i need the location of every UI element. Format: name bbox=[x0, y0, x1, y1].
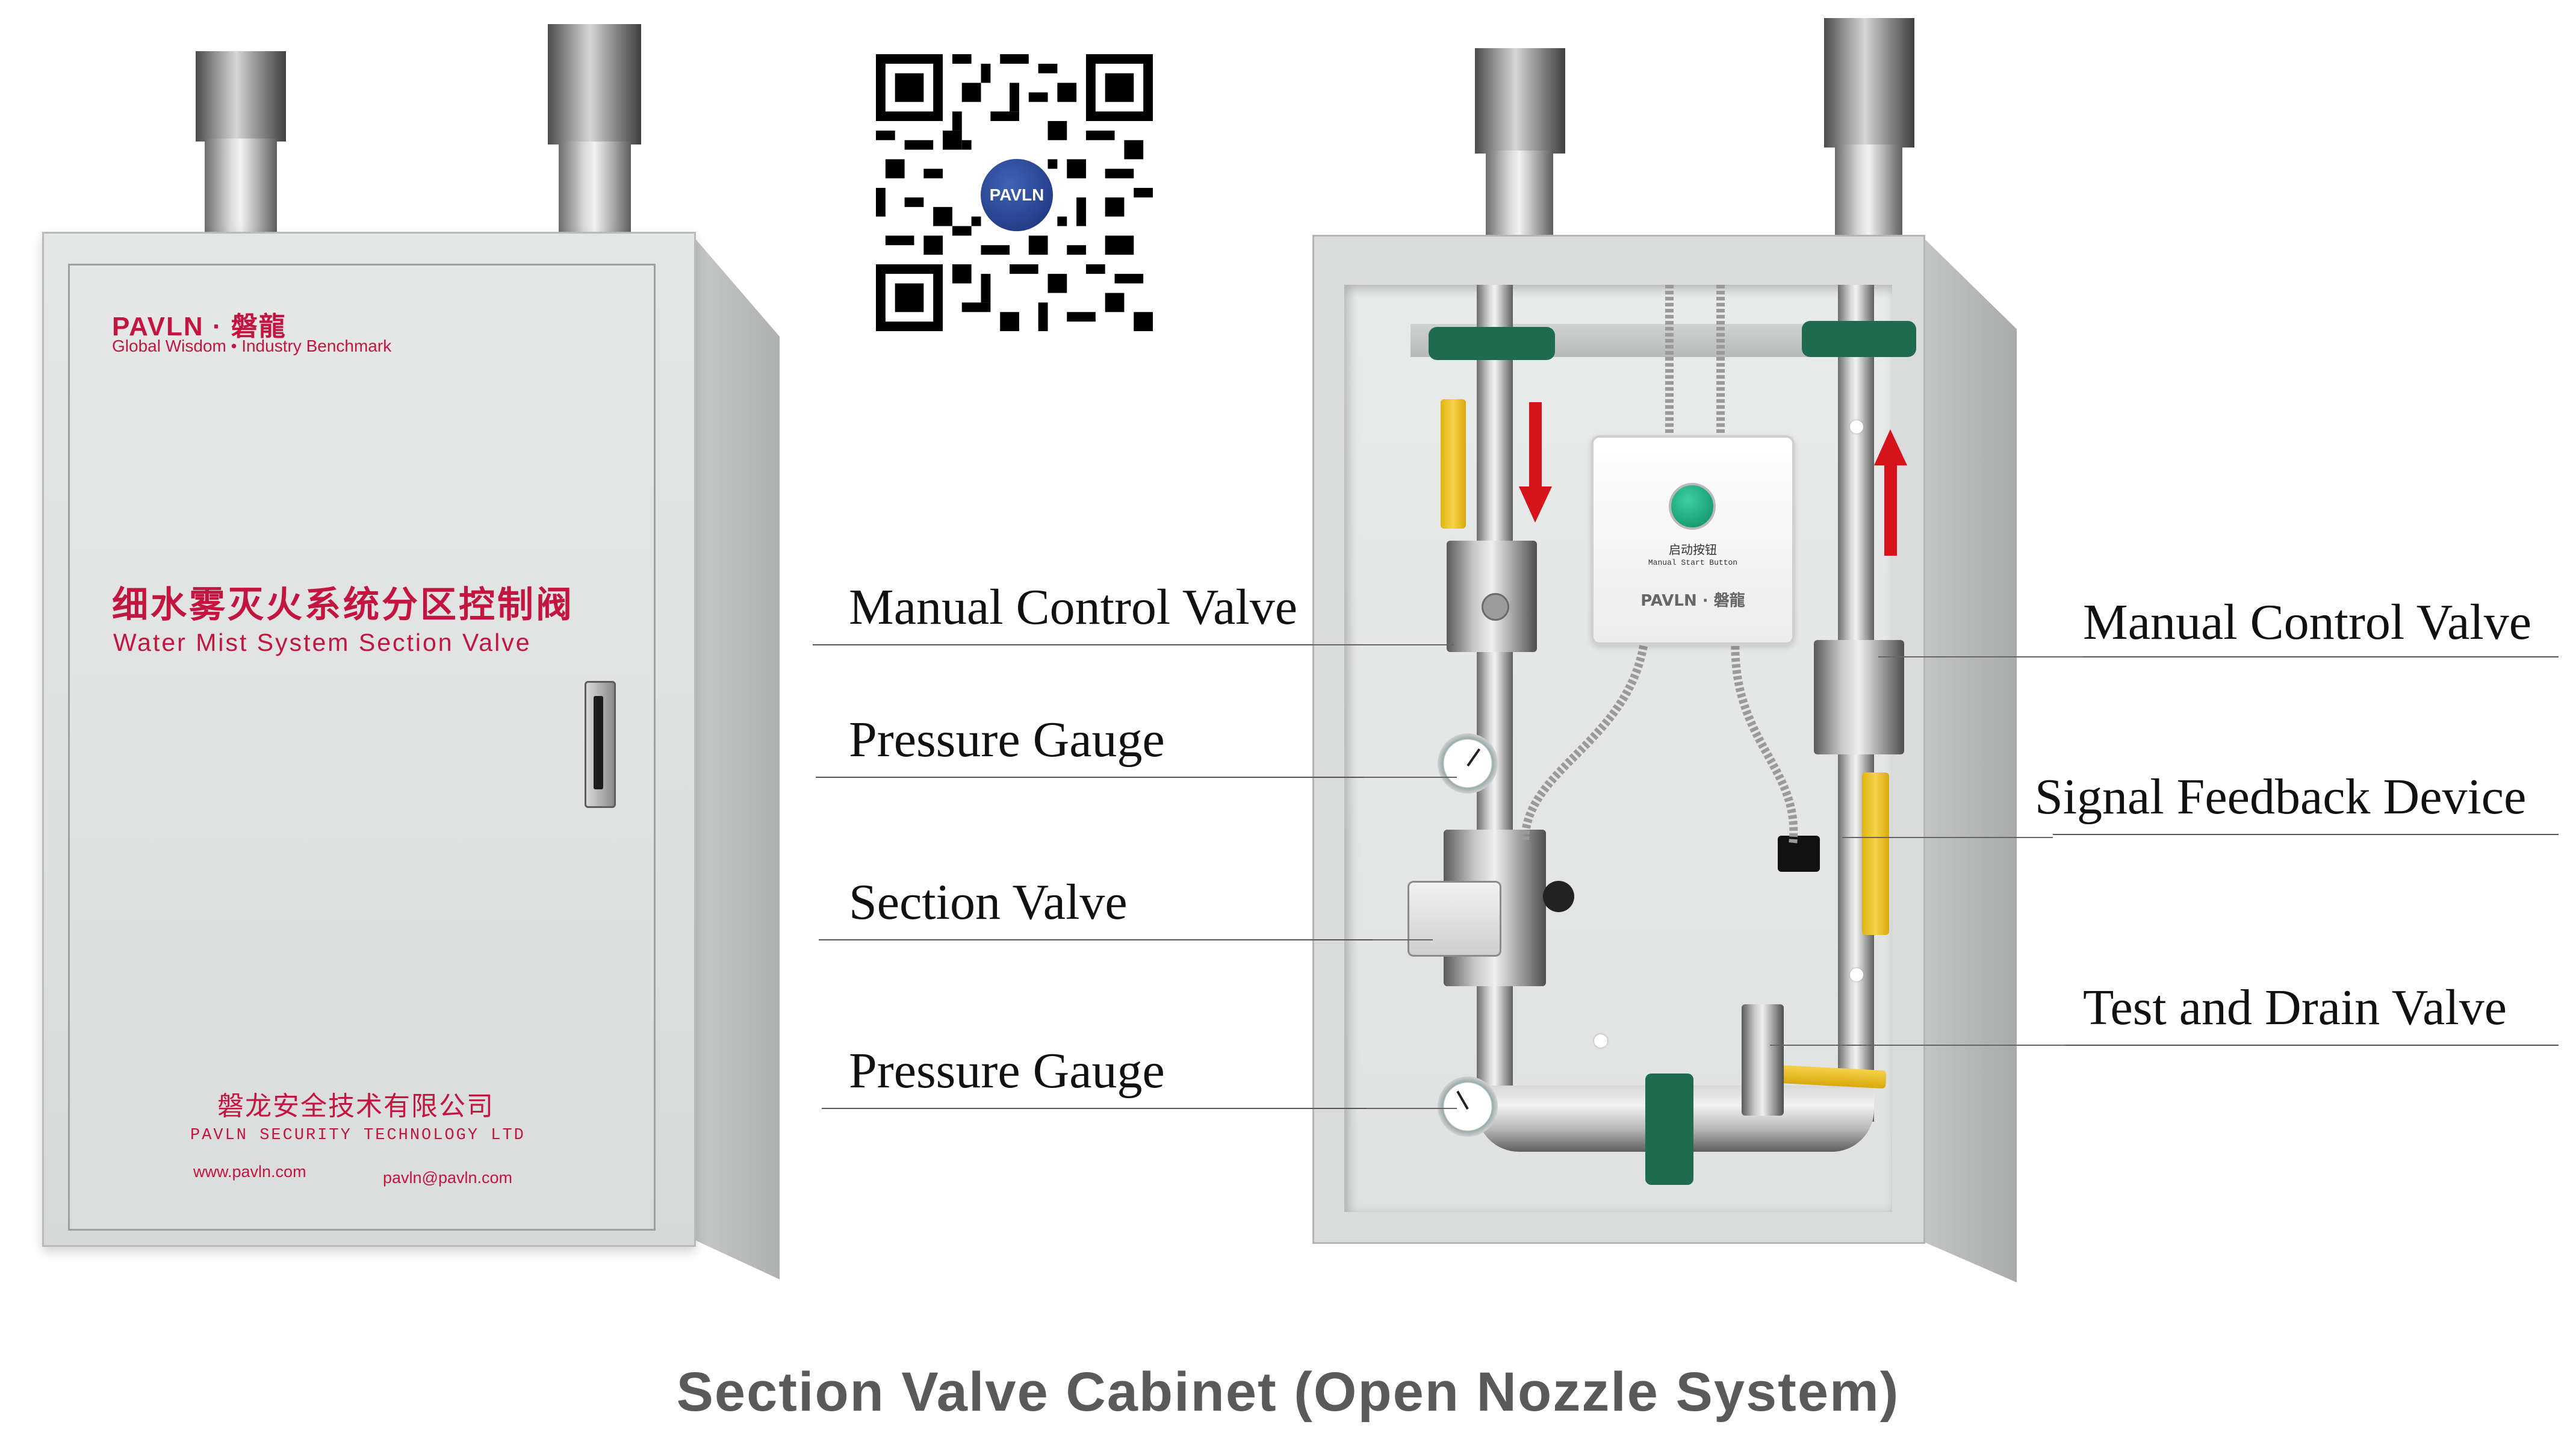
open-cabinet: 启动按钮 Manual Start Button PAVLN · 磐龍 bbox=[1294, 0, 2047, 1294]
pipe-clamp-bottom bbox=[1645, 1073, 1693, 1185]
signal-feedback-device bbox=[1778, 836, 1820, 872]
callout-label: Pressure Gauge bbox=[849, 1043, 1165, 1099]
pressure-gauge-lower bbox=[1438, 1077, 1498, 1137]
section-valve-knob[interactable] bbox=[1543, 881, 1574, 912]
callout-manual-control-valve-right: Manual Control Valve bbox=[2083, 593, 2559, 665]
qr-center-logo-text: PAVLN bbox=[989, 185, 1044, 204]
open-cabinet-interior: 启动按钮 Manual Start Button PAVLN · 磐龍 bbox=[1344, 285, 1916, 1212]
manual-control-valve-right[interactable] bbox=[1814, 640, 1904, 754]
callout-label: Section Valve bbox=[849, 874, 1128, 930]
company-name-en: PAVLN SECURITY TECHNOLOGY LTD bbox=[190, 1126, 526, 1145]
leader-manual-valve-left bbox=[1306, 644, 1454, 645]
brand-logo: PAVLN · 磐龍 bbox=[112, 312, 287, 341]
mount-hole bbox=[1850, 968, 1863, 981]
open-inlet-nut-right bbox=[1824, 18, 1914, 148]
callout-section-valve: Section Valve bbox=[819, 873, 1373, 945]
cabinet-front: PAVLN · 磐龍 Global Wisdom • Industry Benc… bbox=[42, 232, 696, 1247]
callout-label: Manual Control Valve bbox=[2083, 594, 2532, 650]
leader-test-drain bbox=[1770, 1045, 2065, 1046]
callout-label: Manual Control Valve bbox=[849, 579, 1298, 635]
callout-manual-control-valve-left: Manual Control Valve bbox=[813, 578, 1312, 650]
callout-pressure-gauge-upper: Pressure Gauge bbox=[816, 710, 1364, 783]
figure-caption: Section Valve Cabinet (Open Nozzle Syste… bbox=[676, 1361, 1900, 1423]
button-label-en: Manual Start Button bbox=[1648, 558, 1738, 567]
closed-cabinet: PAVLN · 磐龍 Global Wisdom • Industry Benc… bbox=[36, 0, 780, 1294]
callout-label: Pressure Gauge bbox=[849, 712, 1165, 768]
manual-valve-handle-left[interactable] bbox=[1441, 399, 1466, 529]
company-name-cn: 磐龙安全技术有限公司 bbox=[217, 1092, 494, 1121]
callout-underline bbox=[819, 939, 1373, 940]
handle-grip bbox=[594, 696, 603, 789]
door-panel: PAVLN · 磐龍 Global Wisdom • Industry Benc… bbox=[68, 264, 656, 1231]
qr-code-pattern bbox=[876, 54, 1153, 331]
leader-pressure-gauge-upper bbox=[1361, 777, 1457, 778]
flow-arrow-down bbox=[1519, 402, 1552, 523]
open-inlet-nut-left bbox=[1475, 48, 1565, 154]
callout-underline bbox=[2065, 1045, 2559, 1046]
inlet-nut-right bbox=[548, 24, 641, 144]
cabinet-side bbox=[689, 232, 780, 1279]
leader-pressure-gauge-lower bbox=[1367, 1108, 1457, 1109]
door-handle[interactable] bbox=[585, 681, 616, 808]
leader-manual-valve-right bbox=[1878, 656, 2083, 657]
callout-test-drain-valve: Test and Drain Valve bbox=[2065, 978, 2559, 1051]
flex-hoses bbox=[1521, 285, 1798, 845]
pipe-clamp-top-left bbox=[1429, 327, 1555, 360]
open-cabinet-side bbox=[1920, 235, 2017, 1282]
inlet-nut-left bbox=[196, 51, 286, 141]
company-email: pavln@pavln.com bbox=[383, 1169, 513, 1187]
pressure-gauge-upper bbox=[1438, 733, 1498, 794]
open-cabinet-frame: 启动按钮 Manual Start Button PAVLN · 磐龍 bbox=[1312, 235, 1925, 1244]
callout-label: Signal Feedback Device bbox=[2035, 769, 2527, 825]
brand-slogan: Global Wisdom • Industry Benchmark bbox=[112, 337, 392, 355]
flow-arrow-up bbox=[1874, 429, 1907, 556]
mount-hole bbox=[1850, 420, 1863, 433]
cabinet-title-en: Water Mist System Section Valve bbox=[113, 629, 532, 656]
manual-start-button[interactable] bbox=[1669, 483, 1716, 530]
callout-underline bbox=[813, 644, 1312, 645]
test-drain-valve[interactable] bbox=[1742, 1004, 1784, 1116]
button-label-cn: 启动按钮 bbox=[1669, 542, 1717, 557]
callout-label: Test and Drain Valve bbox=[2083, 980, 2507, 1036]
cabinet-title-cn: 细水雾灭火系统分区控制阀 bbox=[112, 585, 574, 625]
callout-signal-feedback-device: Signal Feedback Device bbox=[2035, 768, 2559, 840]
section-valve-actuator[interactable] bbox=[1407, 881, 1501, 957]
callout-pressure-gauge-lower: Pressure Gauge bbox=[822, 1042, 1367, 1114]
manual-start-button-box: 启动按钮 Manual Start Button PAVLN · 磐龍 bbox=[1591, 435, 1795, 645]
callout-underline bbox=[816, 777, 1364, 778]
valve-knob-left bbox=[1482, 593, 1509, 621]
company-website: www.pavln.com bbox=[193, 1163, 306, 1181]
button-box-logo: PAVLN · 磐龍 bbox=[1640, 592, 1745, 610]
qr-center-logo: PAVLN bbox=[978, 157, 1055, 234]
callout-underline bbox=[2053, 834, 2559, 835]
callout-underline bbox=[822, 1108, 1367, 1109]
leader-signal-feedback bbox=[1842, 837, 2053, 838]
leader-section-valve bbox=[1373, 939, 1433, 940]
callout-underline bbox=[2083, 656, 2559, 657]
pipe-clamp-top-right bbox=[1802, 321, 1916, 357]
qr-code[interactable]: PAVLN bbox=[876, 54, 1153, 331]
manual-valve-handle-right[interactable] bbox=[1862, 772, 1889, 935]
mount-hole bbox=[1594, 1034, 1607, 1048]
